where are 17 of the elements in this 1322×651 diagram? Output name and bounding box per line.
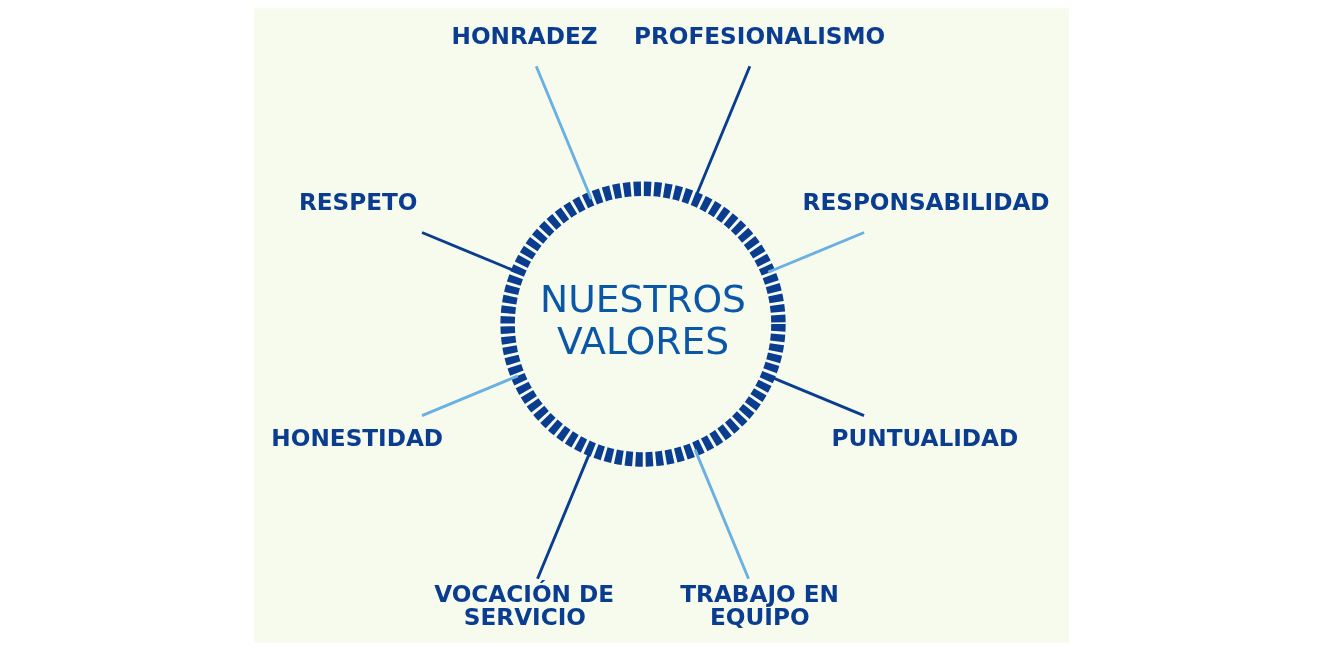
node-text: TRABAJO EN EQUIPO — [679, 581, 839, 631]
node-text: RESPONSABILIDAD — [802, 189, 1050, 216]
node-text: PROFESIONALISMO — [633, 23, 885, 50]
node-text: HONESTIDAD — [270, 424, 443, 451]
node-text: PUNTUALIDAD — [831, 424, 1018, 451]
connector — [535, 449, 592, 580]
connector — [420, 231, 518, 274]
node-circle: NUESTROS VALORES — [499, 181, 786, 467]
connector — [767, 231, 865, 274]
connector — [534, 65, 593, 200]
connector — [693, 449, 750, 580]
connector — [693, 65, 751, 200]
node-text: HONRADEZ — [451, 23, 598, 50]
node-text: VOCACIÓN DE SERVICIO — [433, 581, 614, 631]
connector — [767, 374, 865, 417]
connector — [420, 374, 518, 417]
node-text: RESPETO — [298, 189, 417, 216]
